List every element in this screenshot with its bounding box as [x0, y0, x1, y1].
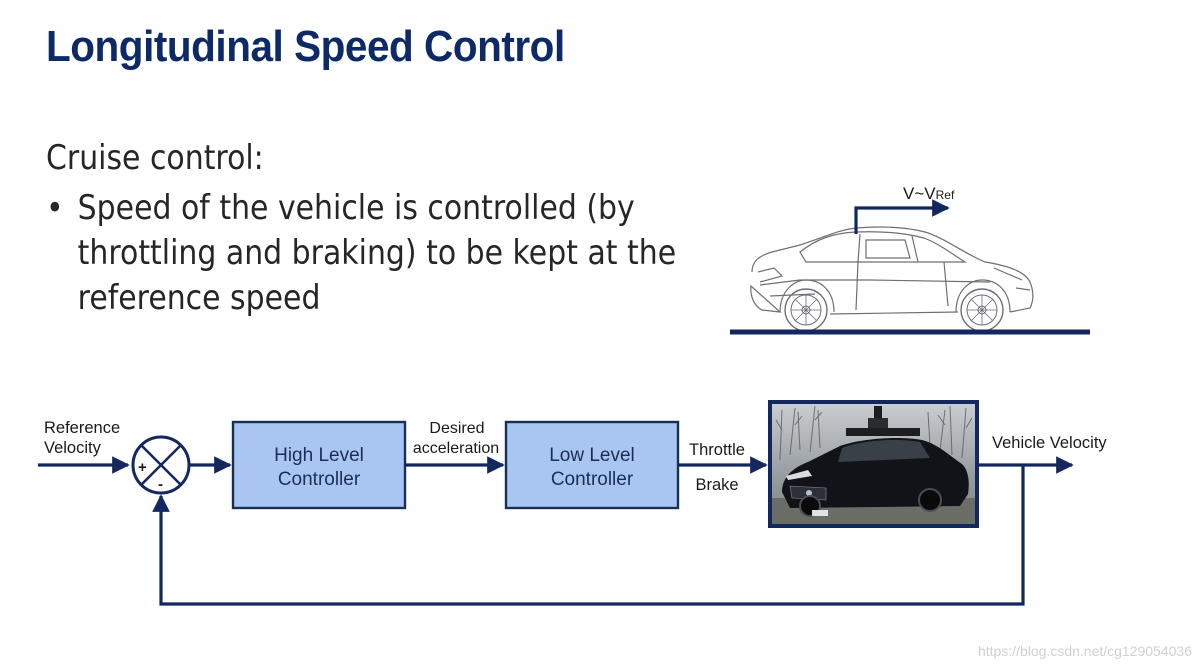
bullet-text: Speed of the vehicle is controlled (by t…	[77, 188, 677, 318]
slide-title: Longitudinal Speed Control	[46, 22, 565, 71]
car-line-drawing	[750, 226, 1034, 315]
watermark: https://blog.csdn.net/cg129054036	[977, 643, 1192, 659]
velocity-arrow	[854, 199, 950, 234]
high-level-label-line1: High Level	[274, 445, 364, 466]
brake-label: Brake	[695, 476, 738, 494]
reference-label-line2: Velocity	[44, 439, 102, 457]
slide-subtitle: Cruise control:	[46, 138, 264, 178]
bullet-dot: •	[46, 188, 64, 228]
reference-label-line1: Reference	[44, 419, 120, 437]
desired-label-line2: acceleration	[413, 440, 499, 457]
front-wheel	[784, 288, 828, 332]
low-level-label-line2: Controller	[551, 469, 634, 490]
high-level-label-line2: Controller	[278, 469, 361, 490]
low-level-label-line1: Low Level	[549, 445, 635, 466]
v-ref-label: V~VRef	[903, 184, 955, 203]
feedback-loop	[152, 465, 1025, 606]
desired-label-line1: Desired	[429, 420, 484, 437]
vehicle-velocity-label: Vehicle Velocity	[992, 434, 1107, 452]
summing-junction	[131, 435, 191, 495]
sum-plus-sign: +	[138, 459, 147, 476]
sum-minus-sign: -	[158, 476, 163, 493]
rear-wheel	[960, 288, 1004, 332]
throttle-label: Throttle	[689, 441, 745, 459]
vehicle-photo	[768, 400, 979, 528]
